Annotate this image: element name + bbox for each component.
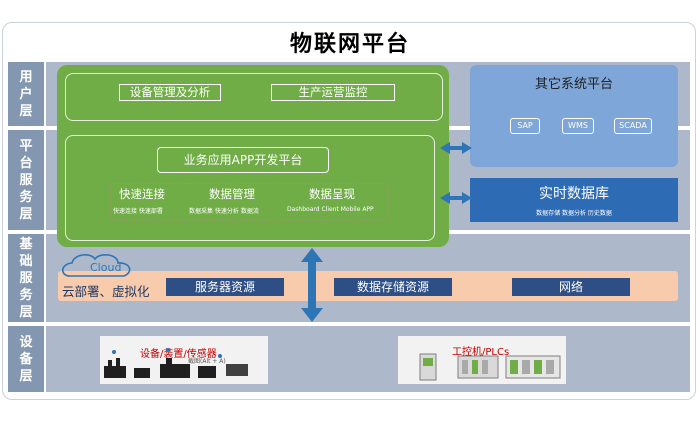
other-systems-title: 其它系统平台 bbox=[534, 77, 613, 92]
realtime-db-sub: 数据存储 数据分析 历史数据 bbox=[536, 210, 612, 217]
data-display-title: 数据呈现 bbox=[309, 187, 355, 201]
production-monitor-tag: 生产运营监控 bbox=[271, 84, 395, 101]
realtime-db-panel: 实时数据库 数据存储 数据分析 历史数据 bbox=[470, 178, 678, 222]
device-mgmt-tag: 设备管理及分析 bbox=[119, 84, 221, 101]
data-mgmt-title: 数据管理 bbox=[209, 187, 255, 201]
network-resource: 网络 bbox=[512, 278, 630, 296]
system-wms: WMS bbox=[562, 118, 594, 134]
application-block: 设备管理及分析 生产运营监控 业务应用APP开发平台 快速连接 快速连接 快速部… bbox=[57, 65, 449, 247]
layer-label-infra: 基础服务层 bbox=[8, 234, 44, 322]
plc-label: 工控机/PLCs bbox=[452, 347, 510, 358]
realtime-db-title: 实时数据库 bbox=[539, 186, 609, 202]
storage-resource: 数据存储资源 bbox=[334, 278, 452, 296]
data-display-items: Dashboard Client Mobile APP bbox=[287, 206, 374, 213]
server-resource: 服务器资源 bbox=[166, 278, 284, 296]
sensor-label: 设备/装置/传感器 bbox=[140, 349, 217, 360]
layer-label-device: 设备层 bbox=[8, 326, 44, 392]
layer-label-user: 用户层 bbox=[8, 62, 44, 126]
layer-label-platform: 平台服务层 bbox=[8, 130, 44, 230]
system-sap: SAP bbox=[510, 118, 540, 134]
data-mgmt-items: 数据采集 快速分析 数据流 bbox=[189, 208, 259, 215]
user-app-box bbox=[65, 73, 443, 121]
quick-connect-items: 快速连接 快速部署 bbox=[113, 208, 163, 215]
capability-group bbox=[110, 183, 389, 221]
cloud-label: Cloud bbox=[90, 261, 122, 274]
quick-connect-title: 快速连接 bbox=[119, 187, 165, 201]
system-scada: SCADA bbox=[614, 118, 652, 134]
platform-app-box bbox=[65, 135, 435, 241]
other-systems-panel: 其它系统平台 SAP WMS SCADA bbox=[470, 65, 678, 167]
page-title: 物联网平台 bbox=[289, 32, 410, 57]
cloud-deploy-label: 云部署、虚拟化 bbox=[62, 284, 150, 299]
sensor-sub-label: 截图(Alt + A) bbox=[188, 358, 226, 365]
app-dev-platform: 业务应用APP开发平台 bbox=[157, 147, 329, 173]
sensor-panel bbox=[100, 336, 268, 384]
